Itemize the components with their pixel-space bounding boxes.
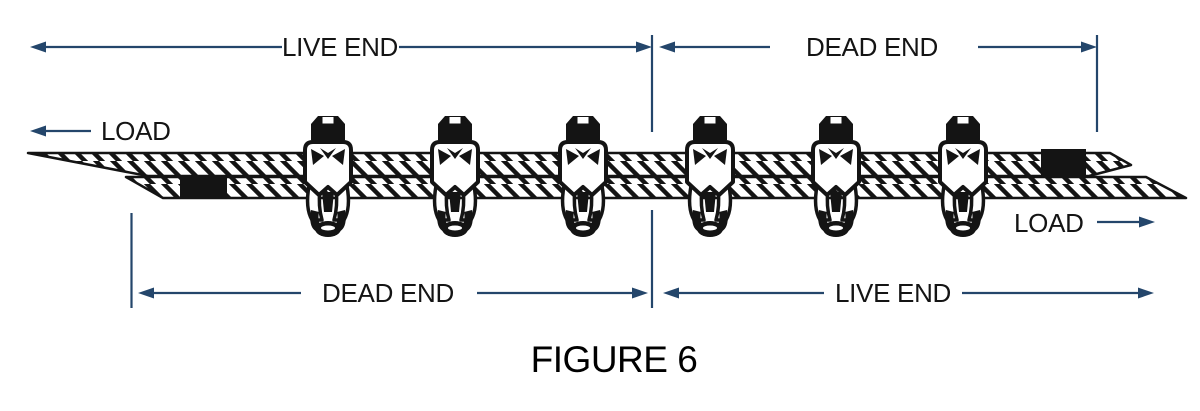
dimension-arrow-bottom-dead-end: [138, 287, 648, 299]
dimension-arrow-bottom-live-end: [663, 287, 1154, 299]
dimension-arrow-top-dead-end: [659, 41, 1097, 53]
bottom-live-end-label: LIVE END: [834, 278, 952, 308]
wire-rope-clip-icon: [938, 114, 988, 239]
load-arrow-right: [1097, 216, 1155, 228]
load-left-label: LOAD: [101, 116, 171, 146]
wire-rope-clip-icon: [811, 114, 861, 239]
wire-rope-clip-icon: [558, 114, 608, 239]
wire-rope-clip-icon: [685, 114, 735, 239]
wire-rope-bottom: [124, 175, 1188, 200]
load-arrow-left: [30, 125, 91, 137]
wire-rope-clip-icon: [430, 114, 480, 239]
figure-caption: FIGURE 6: [530, 339, 698, 380]
dimension-arrow-top-live-end: [30, 41, 652, 53]
load-right-label: LOAD: [1014, 208, 1084, 238]
wire-rope-clip-icon: [303, 114, 353, 239]
top-live-end-label: LIVE END: [281, 32, 399, 62]
seizing-band-right: [1041, 149, 1086, 177]
top-dead-end-label: DEAD END: [806, 32, 938, 62]
bottom-dead-end-label: DEAD END: [322, 278, 454, 308]
seizing-band-left: [180, 176, 227, 199]
